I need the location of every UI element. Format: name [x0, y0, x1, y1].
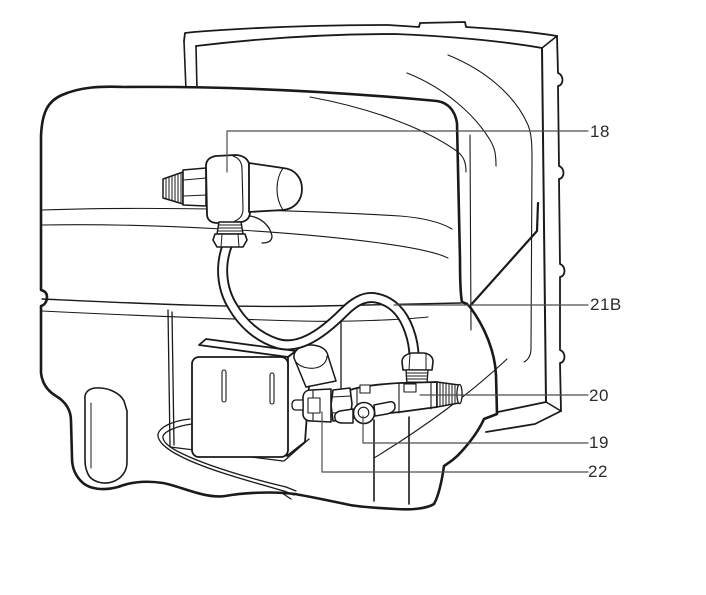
electrical-wires [157, 418, 297, 500]
left-foot [84, 387, 128, 484]
quick-connect-fitting [291, 388, 332, 423]
part-label-19: 19 [589, 433, 609, 452]
control-box [191, 338, 312, 458]
part-label-21B: 21B [590, 295, 622, 314]
drain-hose [217, 240, 420, 363]
mounting-panel [183, 21, 566, 433]
leader-lines [226, 130, 589, 473]
relief-valve [162, 154, 303, 248]
leader-line-18 [226, 130, 589, 173]
right-foot [373, 416, 410, 505]
part-label-22: 22 [588, 462, 608, 481]
inlet-pipe-stub [293, 344, 337, 388]
part-label-20: 20 [589, 386, 609, 405]
drain-valve-assembly [291, 352, 463, 425]
part-label-18: 18 [590, 122, 610, 141]
crease-swoosh-lines [309, 54, 533, 363]
leader-line-22 [321, 411, 589, 473]
leader-line-19 [362, 415, 589, 444]
drain-valve-handle [334, 401, 396, 425]
